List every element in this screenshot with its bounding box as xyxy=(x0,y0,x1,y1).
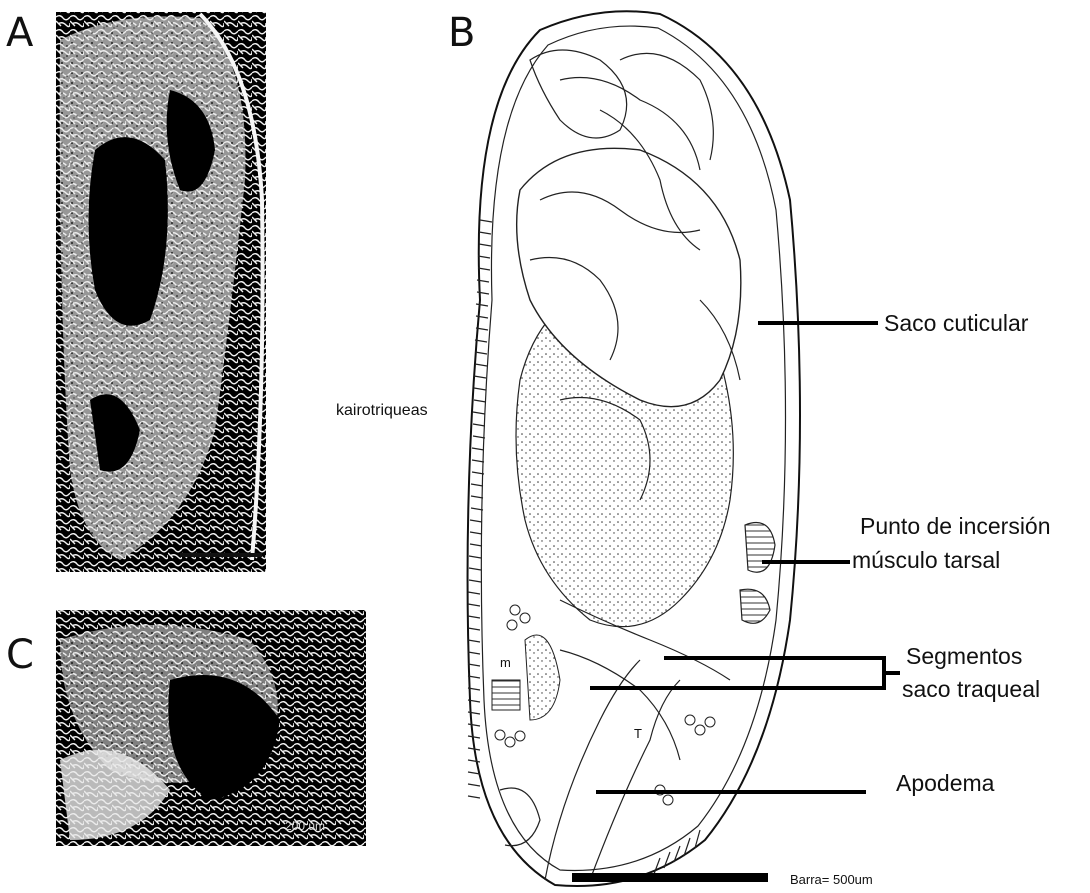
scale-bar xyxy=(572,873,768,882)
panel-a-photo xyxy=(56,12,266,572)
tarsus-drawing xyxy=(468,11,800,886)
label-segmentos-line2: saco traqueal xyxy=(902,676,1040,702)
leader-segmentos xyxy=(590,656,900,690)
panel-c-scale-label: 200 um xyxy=(285,819,325,833)
panel-a-letter: A xyxy=(6,10,34,56)
panel-a: A xyxy=(6,10,266,572)
label-saco-cuticular: Saco cuticular xyxy=(884,310,1029,336)
label-punto-line1: Punto de incersión xyxy=(860,513,1051,539)
label-segmentos-line1: Segmentos xyxy=(906,643,1022,669)
label-m: m xyxy=(500,655,511,670)
panel-b-letter: B xyxy=(448,10,475,56)
panel-b: B xyxy=(336,10,1051,887)
panel-c-letter: C xyxy=(6,632,34,678)
scale-bar-label: Barra= 500um xyxy=(790,872,873,887)
panel-c: C 200 um xyxy=(6,610,366,846)
label-kairotriqueas: kairotriqueas xyxy=(336,402,428,419)
label-punto-line2: músculo tarsal xyxy=(852,547,1000,573)
label-apodema: Apodema xyxy=(896,770,995,796)
label-t: T xyxy=(634,726,642,741)
panel-c-photo: 200 um xyxy=(56,610,366,846)
